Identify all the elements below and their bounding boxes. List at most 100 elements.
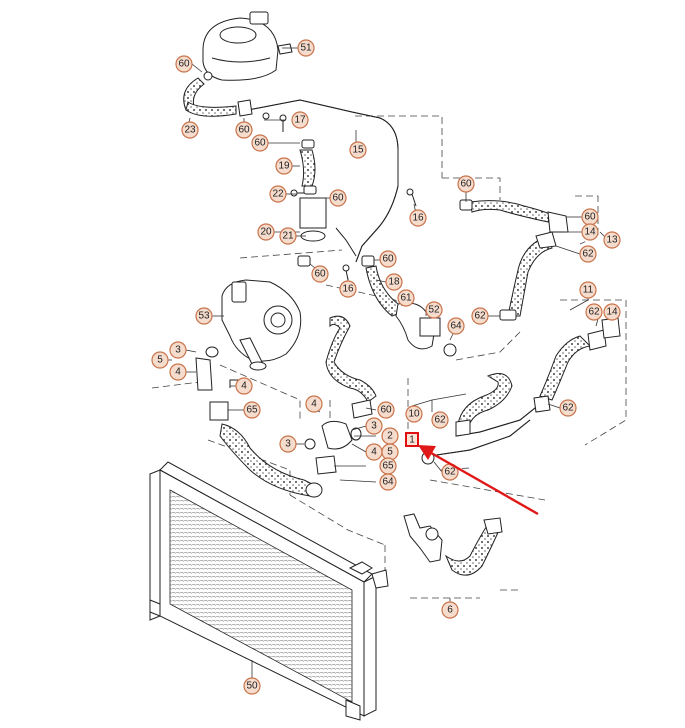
svg-text:60: 60: [178, 59, 190, 70]
callout-22: 22: [269, 185, 287, 203]
callout-14: 14: [581, 223, 599, 241]
svg-text:62: 62: [562, 403, 574, 414]
callout-5: 5: [381, 443, 399, 461]
svg-text:61: 61: [400, 293, 412, 304]
svg-text:4: 4: [175, 367, 181, 378]
svg-text:14: 14: [584, 227, 596, 238]
callout-3: 3: [279, 435, 297, 453]
svg-text:53: 53: [198, 311, 210, 322]
callout-10: 10: [405, 405, 423, 423]
callout-60: 60: [251, 134, 269, 152]
svg-text:2: 2: [387, 431, 393, 442]
callout-16: 16: [409, 209, 427, 227]
callout-3: 3: [365, 417, 383, 435]
callout-60: 60: [311, 265, 329, 283]
highlight-part-1: 1: [405, 432, 419, 447]
small-hardware: [262, 112, 417, 281]
callout-14: 14: [603, 303, 621, 321]
svg-text:60: 60: [314, 269, 326, 280]
left-small-parts: [195, 346, 323, 498]
callout-51: 51: [297, 39, 315, 57]
callout-50: 50: [243, 677, 261, 695]
svg-text:64: 64: [450, 321, 462, 332]
callout-62: 62: [585, 303, 603, 321]
callout-6: 6: [441, 601, 459, 619]
svg-text:4: 4: [241, 381, 247, 392]
callout-17: 17: [291, 111, 309, 129]
callout-2: 2: [381, 427, 399, 445]
svg-text:3: 3: [175, 345, 181, 356]
svg-text:62: 62: [444, 467, 456, 478]
callout-4: 4: [305, 395, 323, 413]
callout-64: 64: [379, 473, 397, 491]
svg-text:6: 6: [447, 605, 453, 616]
svg-text:60: 60: [382, 254, 394, 265]
svg-text:14: 14: [606, 307, 618, 318]
svg-text:4: 4: [311, 399, 317, 410]
callout-53: 53: [195, 307, 213, 325]
callout-65: 65: [243, 401, 261, 419]
callout-23: 23: [181, 121, 199, 139]
svg-text:20: 20: [260, 227, 272, 238]
upper-hoses: [183, 77, 399, 263]
expansion-tank: [202, 11, 293, 81]
svg-text:1: 1: [409, 435, 415, 446]
svg-text:5: 5: [387, 447, 393, 458]
callout-60: 60: [377, 401, 395, 419]
thermostat-pump-housing: [221, 279, 302, 371]
callout-60: 60: [175, 55, 193, 73]
center-small-parts: [304, 420, 362, 475]
svg-text:10: 10: [408, 409, 420, 420]
callout-60: 60: [235, 121, 253, 139]
svg-text:51: 51: [300, 43, 312, 54]
callout-62: 62: [559, 399, 577, 417]
callout-13: 13: [603, 231, 621, 249]
svg-text:60: 60: [584, 212, 596, 223]
svg-text:60: 60: [238, 125, 250, 136]
svg-text:19: 19: [278, 161, 290, 172]
radiator: [149, 461, 389, 721]
svg-text:60: 60: [380, 405, 392, 416]
callout-61: 61: [397, 289, 415, 307]
callout-15: 15: [349, 141, 367, 159]
svg-text:60: 60: [332, 193, 344, 204]
callout-20: 20: [257, 223, 275, 241]
right-lower-hoses: [421, 317, 621, 465]
callout-65: 65: [379, 457, 397, 475]
svg-text:15: 15: [352, 145, 364, 156]
middle-hose-to-valve: [361, 255, 457, 357]
svg-text:60: 60: [460, 179, 472, 190]
svg-text:65: 65: [246, 405, 258, 416]
callout-4: 4: [365, 443, 383, 461]
svg-text:62: 62: [434, 415, 446, 426]
svg-text:18: 18: [388, 277, 400, 288]
svg-text:65: 65: [382, 461, 394, 472]
callout-21: 21: [279, 227, 297, 245]
svg-text:3: 3: [371, 421, 377, 432]
center-long-hose: [325, 315, 377, 419]
svg-text:62: 62: [474, 311, 486, 322]
svg-text:64: 64: [382, 477, 394, 488]
callout-19: 19: [275, 157, 293, 175]
svg-text:11: 11: [583, 285, 594, 296]
svg-text:50: 50: [246, 681, 258, 692]
callout-11: 11: [579, 281, 597, 299]
callout-60: 60: [581, 208, 599, 226]
svg-text:22: 22: [272, 189, 284, 200]
svg-text:60: 60: [254, 138, 266, 149]
callout-5: 5: [151, 351, 169, 369]
callout-4: 4: [235, 377, 253, 395]
lower-hose-assembly: [403, 513, 503, 576]
callout-52: 52: [425, 301, 443, 319]
callout-60: 60: [379, 250, 397, 268]
svg-text:21: 21: [282, 231, 294, 242]
svg-text:5: 5: [157, 355, 163, 366]
callout-4: 4: [169, 363, 187, 381]
svg-text:13: 13: [606, 235, 618, 246]
red-arrow: [418, 445, 539, 516]
callout-3: 3: [169, 341, 187, 359]
callout-18: 18: [385, 273, 403, 291]
svg-text:3: 3: [285, 439, 291, 450]
callout-64: 64: [447, 317, 465, 335]
